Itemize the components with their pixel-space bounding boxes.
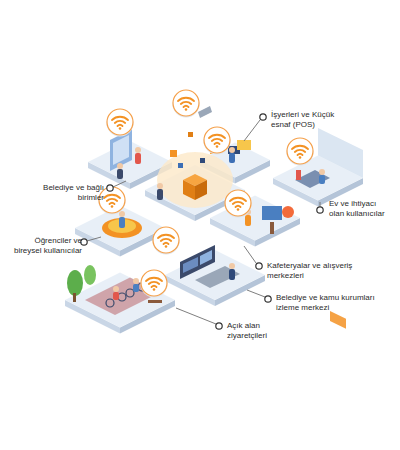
callout-text: Belediye ve kamu kurumları izleme merkez… (276, 293, 375, 312)
monitoring-tile (165, 245, 265, 306)
callout-text: İşyerleri ve Küçük esnaf (POS) (271, 110, 334, 129)
callout-label: İşyerleri ve Küçük esnaf (POS) (271, 110, 351, 130)
callout-text: Ev ve ihtiyacı olan kullanıcılar (329, 199, 385, 218)
callout-label: Kafeteryalar ve alışveriş merkezleri (267, 261, 355, 281)
callout-label: Belediye ve bağlı birimler (42, 183, 104, 203)
callout-text: Belediye ve bağlı birimler (43, 183, 104, 202)
park-tile (65, 265, 175, 334)
cafe-tile (210, 196, 300, 247)
student-tile (75, 206, 165, 257)
callout-label: Belediye ve kamu kurumları izleme merkez… (276, 293, 380, 313)
callout-text: Açık alan ziyaretçileri (227, 321, 267, 340)
callout-label: Ev ve ihtiyacı olan kullanıcılar (329, 199, 389, 219)
callout-label: Öğrenciler ve bireysel kullanıcılar (10, 236, 82, 256)
callout-text: Öğrenciler ve bireysel kullanıcılar (14, 236, 82, 255)
callout-text: Kafeteryalar ve alışveriş merkezleri (267, 261, 352, 280)
callout-label: Açık alan ziyaretçileri (227, 321, 289, 341)
